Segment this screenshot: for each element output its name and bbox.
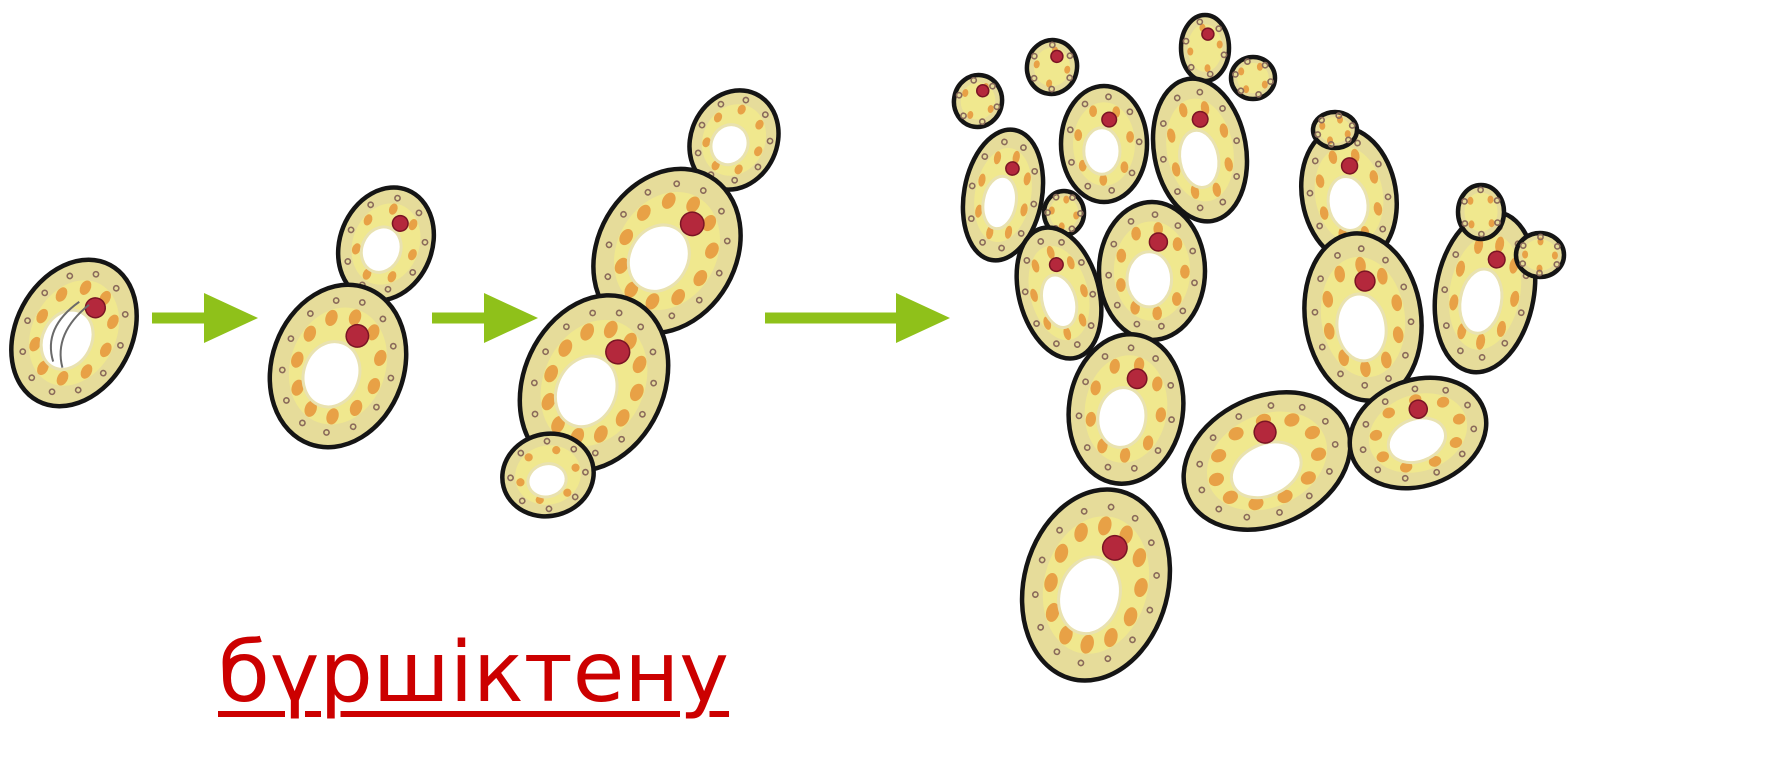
arrow-1	[152, 293, 258, 343]
nucleus	[1102, 112, 1117, 127]
nucleus	[1149, 233, 1167, 251]
branched-colony-cell-20	[1458, 185, 1504, 239]
branched-colony-cell-10	[1099, 202, 1205, 340]
nucleus	[1202, 28, 1214, 40]
branched-colony-cell-6	[950, 71, 1006, 131]
caption-budding: бүршіктену	[218, 630, 729, 714]
branched-colony-cell-2	[1061, 86, 1147, 202]
branched-colony-cell-1	[1023, 36, 1082, 98]
arrow-3	[765, 293, 950, 343]
branched-colony-cell-12	[1001, 473, 1190, 698]
branched-colony-cell-13	[1161, 366, 1373, 556]
vacuole	[1084, 128, 1120, 174]
vacuole	[1127, 252, 1172, 307]
arrow-2	[432, 293, 538, 343]
branched-colony-cell-4	[1231, 57, 1275, 99]
branched-colony-cell-19	[1516, 233, 1564, 277]
yeast-cells	[0, 15, 1564, 697]
branched-colony-cell-3	[1181, 15, 1229, 81]
branched-colony-cell-15	[1313, 112, 1357, 148]
single-cell-cell-1	[0, 238, 161, 428]
